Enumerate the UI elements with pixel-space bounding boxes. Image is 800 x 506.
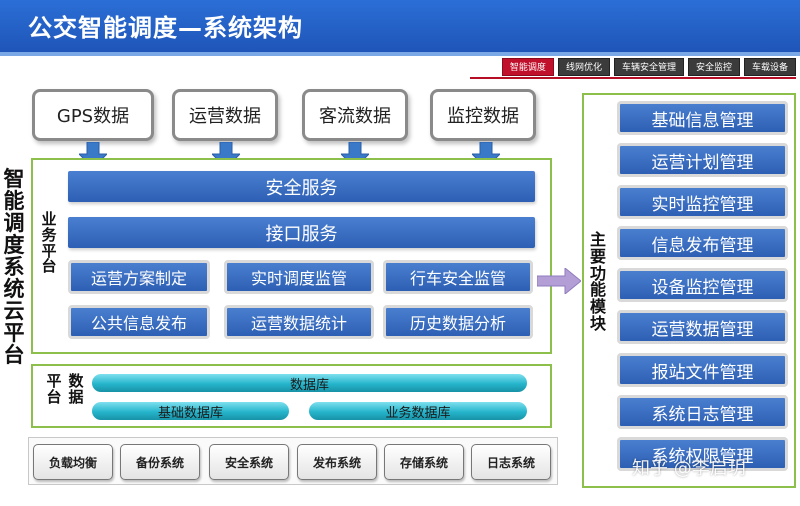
modules-label-char: 要 bbox=[589, 246, 606, 266]
module-info-publish: 信息发布管理 bbox=[617, 226, 788, 260]
input-operation-data: 运营数据 bbox=[172, 89, 278, 141]
tab-smart-dispatch[interactable]: 智能调度 bbox=[501, 58, 554, 76]
cloud-label-char: 调 bbox=[3, 211, 25, 236]
business-label-char: 平 bbox=[41, 241, 57, 260]
module-device-monitor: 设备监控管理 bbox=[617, 268, 788, 302]
tab-safety-monitoring[interactable]: 安全监控 bbox=[687, 58, 740, 76]
module-basic-info: 基础信息管理 bbox=[617, 101, 788, 135]
modules-label-char: 能 bbox=[589, 280, 606, 300]
watermark-text: 知乎 @李启玥 bbox=[632, 458, 746, 479]
cloud-label-char: 能 bbox=[3, 189, 25, 214]
modules-label-char: 块 bbox=[589, 313, 606, 333]
module-station-file: 报站文件管理 bbox=[617, 353, 788, 387]
history-analysis-box: 历史数据分析 bbox=[383, 305, 533, 339]
data-platform-label-left: 平 台 bbox=[46, 372, 62, 406]
driving-safety-box: 行车安全监管 bbox=[383, 260, 533, 294]
interface-service-bar: 接口服务 bbox=[68, 217, 535, 248]
tab-network-optimization[interactable]: 线网优化 bbox=[557, 58, 610, 76]
module-operation-data: 运营数据管理 bbox=[617, 310, 788, 344]
cloud-label-char: 统 bbox=[3, 277, 25, 302]
module-realtime-monitor: 实时监控管理 bbox=[617, 185, 788, 219]
database-cylinder: 数据库 bbox=[92, 374, 527, 393]
modules-label-char: 模 bbox=[589, 297, 606, 317]
banner-divider bbox=[0, 52, 800, 56]
cloud-label-char: 云 bbox=[3, 299, 25, 324]
module-system-log: 系统日志管理 bbox=[617, 395, 788, 429]
business-label-char: 务 bbox=[41, 225, 57, 244]
tabs-underline bbox=[470, 77, 796, 79]
tab-onboard-equipment[interactable]: 车载设备 bbox=[743, 58, 796, 76]
business-database-cylinder: 业务数据库 bbox=[309, 402, 527, 421]
operation-plan-box: 运营方案制定 bbox=[68, 260, 210, 294]
data-platform-label-right: 数 据 bbox=[68, 372, 84, 406]
right-arrow-icon bbox=[537, 268, 581, 294]
public-info-box: 公共信息发布 bbox=[68, 305, 210, 339]
data-label-char: 台 bbox=[46, 387, 62, 406]
cloud-label-char: 度 bbox=[3, 233, 25, 258]
main-modules-label: 主 要 功 能 模 块 bbox=[588, 230, 608, 333]
log-system-box: 日志系统 bbox=[471, 444, 551, 480]
security-system-box: 安全系统 bbox=[209, 444, 289, 480]
cloud-platform-label: 智 能 调 度 系 统 云 平 台 bbox=[2, 168, 26, 366]
input-gps-data: GPS数据 bbox=[32, 89, 154, 141]
backup-system-box: 备份系统 bbox=[120, 444, 200, 480]
publish-system-box: 发布系统 bbox=[297, 444, 377, 480]
business-label-char: 业 bbox=[41, 210, 57, 228]
infrastructure-frame bbox=[28, 437, 558, 485]
tab-vehicle-safety[interactable]: 车辆安全管理 bbox=[613, 58, 684, 76]
operation-stats-box: 运营数据统计 bbox=[224, 305, 374, 339]
data-label-char: 数 bbox=[68, 372, 84, 390]
cloud-label-char: 系 bbox=[3, 255, 25, 280]
business-label-char: 台 bbox=[41, 257, 57, 276]
storage-system-box: 存储系统 bbox=[384, 444, 464, 480]
base-database-cylinder: 基础数据库 bbox=[92, 402, 289, 421]
modules-label-char: 功 bbox=[589, 263, 606, 283]
nav-tabs: 智能调度 线网优化 车辆安全管理 安全监控 车载设备 bbox=[501, 58, 796, 76]
business-platform-label: 业 务 平 台 bbox=[38, 210, 60, 276]
cloud-label-char: 智 bbox=[3, 167, 25, 191]
input-passenger-data: 客流数据 bbox=[302, 89, 408, 141]
input-monitoring-data: 监控数据 bbox=[430, 89, 536, 141]
module-operation-plan: 运营计划管理 bbox=[617, 143, 788, 177]
load-balancing-box: 负载均衡 bbox=[33, 444, 113, 480]
data-label-char: 据 bbox=[68, 387, 84, 406]
cloud-label-char: 平 bbox=[3, 321, 25, 346]
realtime-dispatch-box: 实时调度监管 bbox=[224, 260, 374, 294]
page-title: 公交智能调度—系统架构 bbox=[28, 14, 303, 42]
security-service-bar: 安全服务 bbox=[68, 171, 535, 202]
cloud-label-char: 台 bbox=[3, 343, 25, 368]
modules-label-char: 主 bbox=[589, 230, 606, 249]
title-banner: 公交智能调度—系统架构 bbox=[0, 0, 800, 52]
module-system-permission: 系统权限管理 bbox=[617, 437, 788, 471]
data-label-char: 平 bbox=[46, 372, 62, 390]
